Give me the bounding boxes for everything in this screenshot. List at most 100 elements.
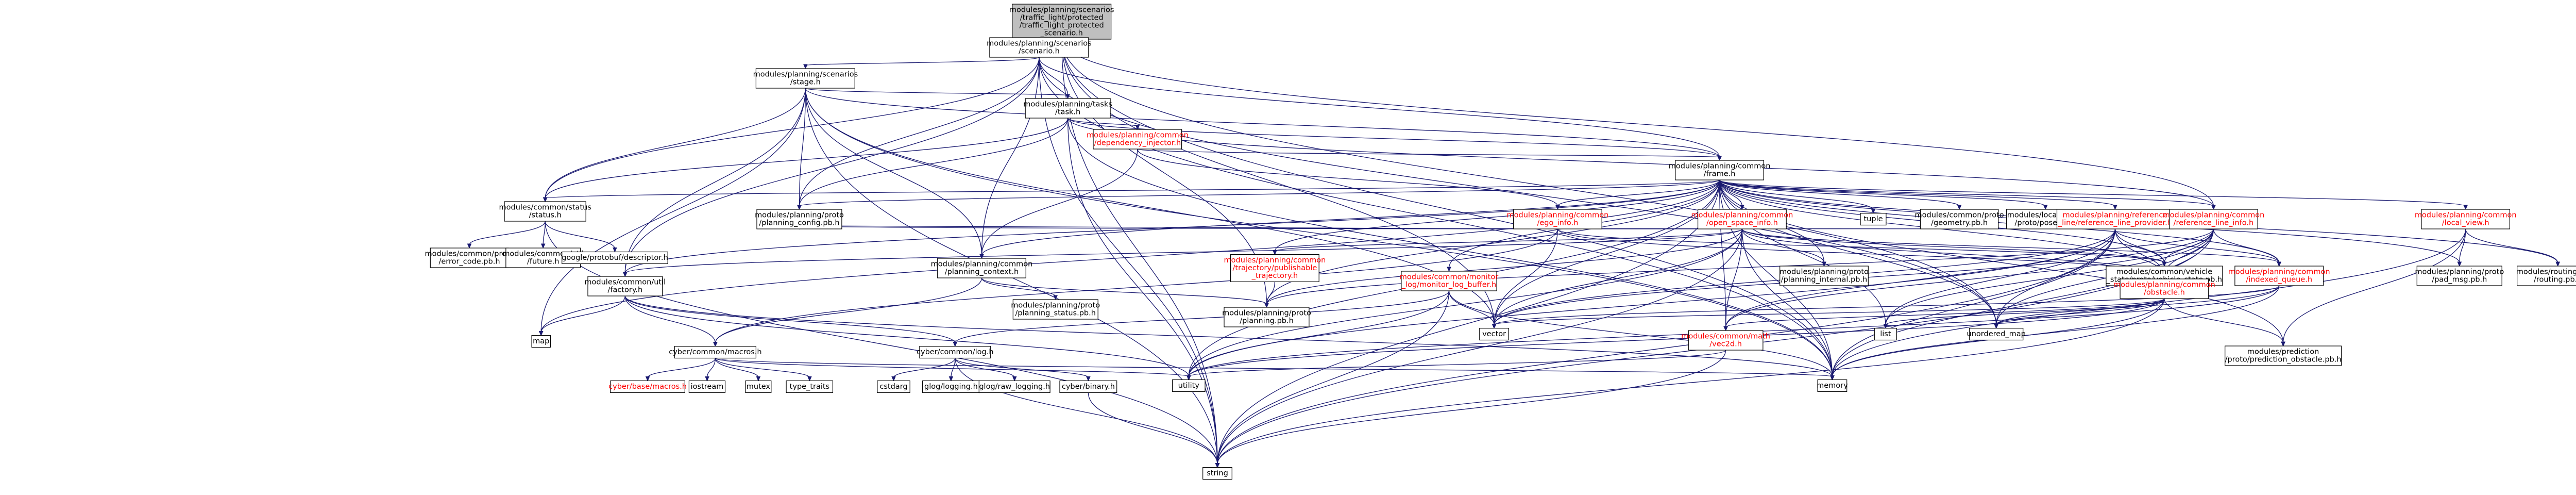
node-label-line: /planning_status.pb.h [1015,309,1095,318]
edge-arrowhead [2457,261,2462,267]
edge-arrowhead [1215,463,1220,468]
node-label-line: modules/planning/common [1669,162,1771,171]
node-label-line: modules/planning/common [2228,268,2330,276]
edge-arrowhead [467,243,472,249]
node-reflineprov[interactable]: modules/planning/reference_line/referenc… [2056,209,2174,229]
edge-frame-localview [1719,179,2466,207]
node-label-line: cyber/common/log.h [917,348,993,356]
edge-scenario-factory [624,57,1040,274]
node-status[interactable]: modules/common/status/status.h [499,201,591,222]
edge-idxqueue-umap [1996,285,2280,325]
edge-scenario-pcontext [981,57,1040,256]
node-label-line: glog/logging.h [924,383,978,391]
graph-nodes: modules/planning/scenarios/traffic_light… [425,4,2576,480]
edge-ospace-string [1217,228,1743,465]
edge-vec2d-string [1217,350,1726,465]
node-box [1969,327,2024,341]
node-label-line: modules/planning/proto [1011,302,1100,310]
node-label-line: cstdarg [879,383,907,391]
node-label-line: /frame.h [1704,170,1736,178]
edge-factory-cmacros [624,295,716,343]
node-label-line: _line/reference_line_provider.h [2058,219,2172,227]
edge-arrowhead [1555,205,1560,210]
node-localview[interactable]: modules/planning/common/local_view.h [2415,209,2517,229]
node-label-line: /traffic_light/protected [1020,14,1104,22]
node-label-line: type_traits [790,383,829,391]
edge-scenario-frame [1039,57,1720,158]
edge-frame-factory [624,179,1720,274]
edge-root-umap [1061,39,1997,325]
edge-arrowhead [1273,250,1277,255]
node-pcontext[interactable]: modules/planning/common/planning_context… [931,258,1033,278]
edge-obstacle-vector [1494,298,2165,326]
node-label-line: modules/planning/common [931,260,1033,269]
edge-arrowhead [1264,303,1269,308]
edge-cbinary-string [1088,392,1218,465]
node-label-line: /error_code.pb.h [438,258,500,266]
edge-reflineinfo-vec2d [1725,228,2214,328]
edge-obstacle-string [1217,298,2165,465]
node-cbinary[interactable]: cyber/binary.h [1059,380,1117,393]
node-box [2169,209,2258,229]
edge-localview-routing [2465,228,2558,263]
edge-arrowhead [645,376,650,382]
edge-status-errcode [469,221,546,245]
edge-arrowhead [1065,94,1070,100]
edge-arrowhead [2555,261,2560,267]
node-depinj[interactable]: modules/planning/common/dependency_injec… [1087,129,1189,150]
node-monlog[interactable]: modules/common/monitor_log/monitor_log_b… [1400,271,1499,291]
node-string: string [1202,467,1232,480]
node-glograw: glog/raw_logging.h [978,380,1050,393]
node-box [1202,467,1232,480]
node-cbmacros[interactable]: cyber/base/macros.h [608,380,687,393]
node-obstacle[interactable]: modules/planning/common/obstacle.h [2113,278,2215,299]
node-box [989,37,1089,58]
node-factory[interactable]: modules/common/util/factory.h [584,276,666,296]
node-frame[interactable]: modules/planning/common/frame.h [1669,160,1771,180]
node-label-line: modules/planning/common [2163,211,2265,220]
edge-arrowhead [705,376,709,382]
edge-frame-status [545,179,1720,199]
edge-root-reflineinfo [1061,39,2214,207]
node-algo[interactable]: modules/planning/common/ego_info.h [1507,209,1609,229]
node-glog: glog/logging.h [922,380,980,393]
node-root[interactable]: modules/planning/scenarios/traffic_light… [1009,4,1114,40]
node-label-line: /geometry.pb.h [1931,219,1988,227]
node-label-line: /traffic_light_protected [1020,22,1104,30]
node-stage[interactable]: modules/planning/scenarios/stage.h [753,68,858,89]
node-ospace[interactable]: modules/planning/common/open_space_info.… [1691,209,1793,229]
node-label-line: /ego_info.h [1537,219,1578,227]
edge-monlog-string [1217,290,1450,465]
node-box [1224,307,1310,327]
node-label-line: /planning_context.h [945,268,1019,276]
node-clog[interactable]: cyber/common/log.h [917,345,994,359]
edge-pcontext-cmacros [715,277,982,343]
edge-scenario-pconfig [799,57,1040,207]
node-cstdarg: cstdarg [877,380,910,393]
edge-arrowhead [1135,125,1140,130]
edge-frame-vector [1494,179,1720,325]
node-task[interactable]: modules/planning/tasks/task.h [1023,98,1112,119]
edge-ospace-memory [1741,228,1833,377]
edge-arrowhead [1012,376,1017,382]
edge-arrowhead [948,376,954,382]
edge-cmacros-typetraits [715,358,810,378]
edge-arrowhead [807,376,812,382]
node-reflineinfo[interactable]: modules/planning/common/reference_line_i… [2163,209,2265,229]
edge-algo-cmacros [715,228,1558,343]
edge-localview-predobs [2282,228,2466,343]
node-vec2d[interactable]: modules/common/math/vec2d.h [1681,330,1770,351]
node-pubtraj[interactable]: modules/planning/common/trajectory/publi… [1224,254,1326,283]
edge-stage-memory [805,88,1833,377]
edge-frame-idxqueue [1719,179,2280,263]
edge-frame-algo [1557,179,1720,207]
edge-cmacros-mutex [715,358,759,378]
edge-frame-pubtraj [1274,179,1720,252]
edge-ospace-idxqueue [1741,228,2280,263]
edge-algo-vstate [1557,228,2165,263]
edge-clog-glograw [955,358,1015,378]
node-idxqueue[interactable]: modules/planning/common/indexed_queue.h [2228,266,2330,286]
node-scenario[interactable]: modules/planning/scenarios/scenario.h [987,37,1092,58]
node-label-line: /vec2d.h [1709,340,1742,349]
node-cmacros[interactable]: cyber/common/macros.h [669,345,762,359]
